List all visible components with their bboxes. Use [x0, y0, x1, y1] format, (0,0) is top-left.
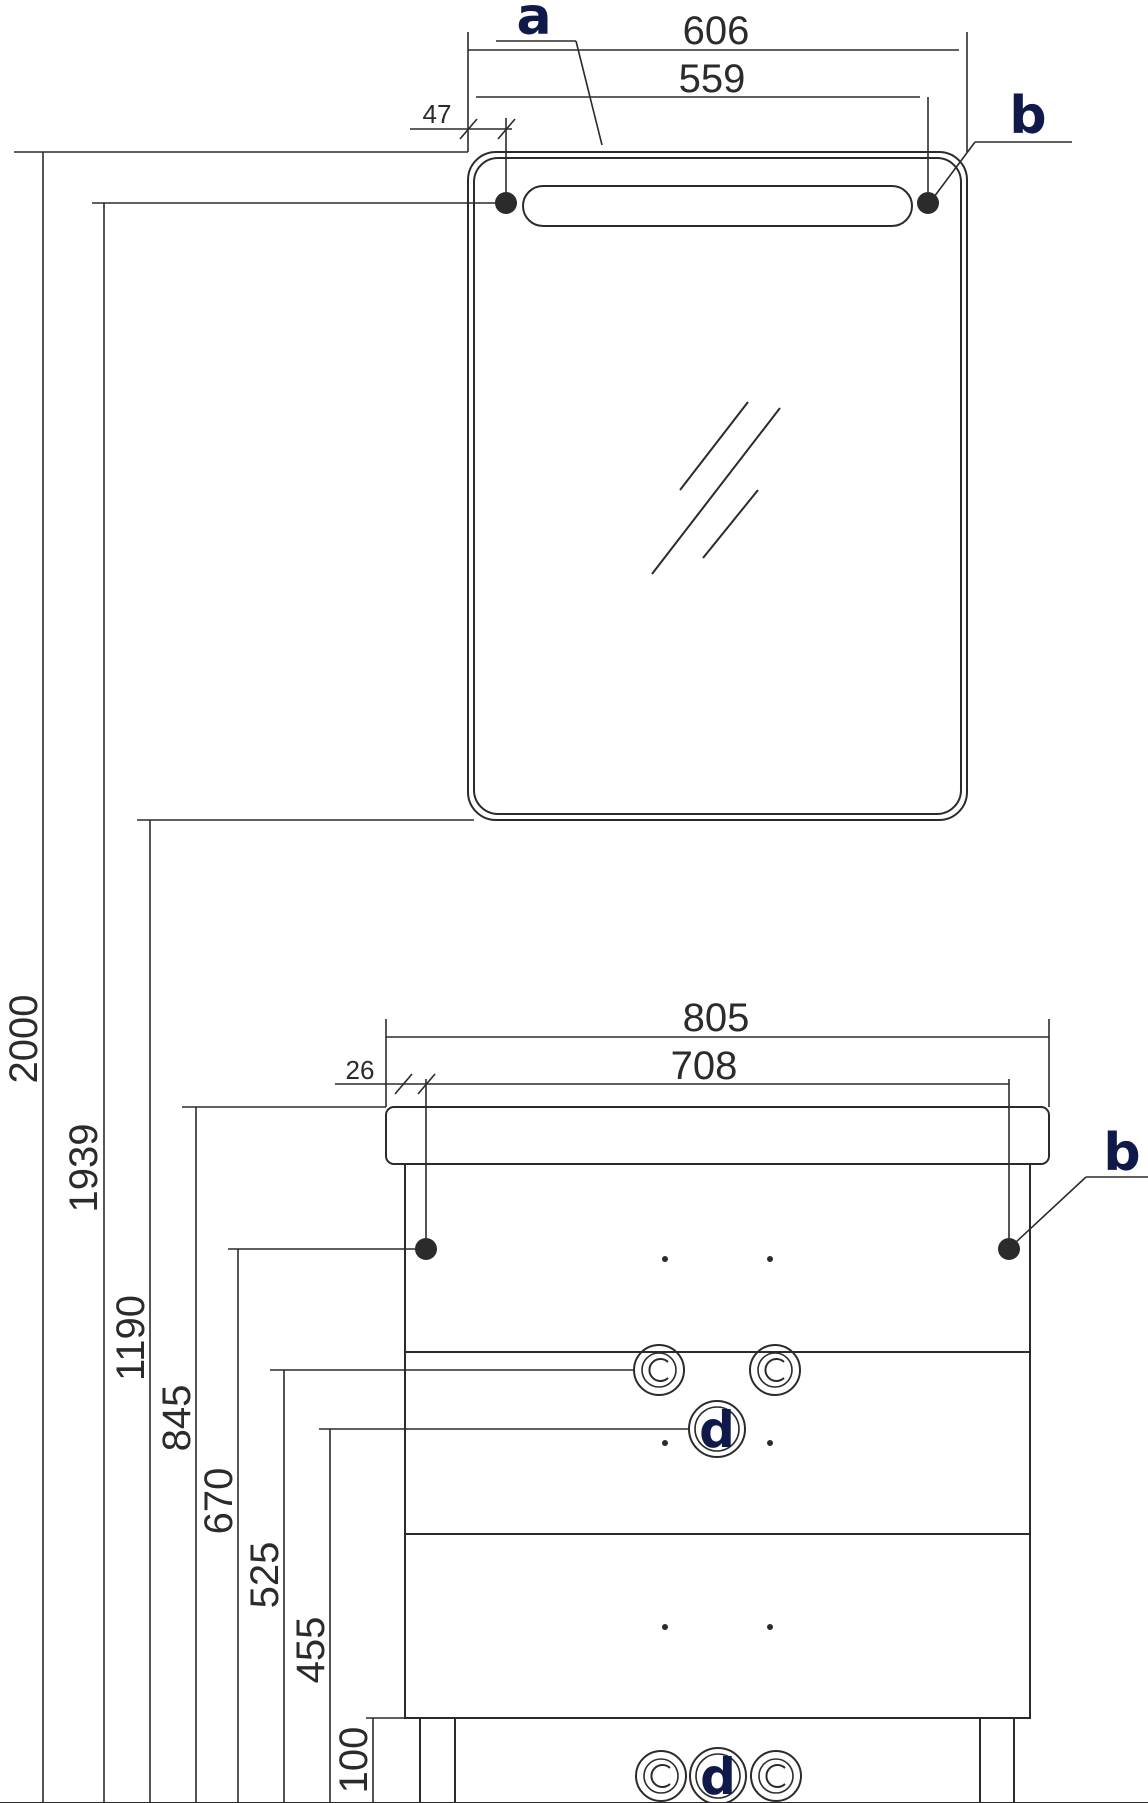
drawer-handle-dot [662, 1440, 668, 1446]
water-supply-icon [635, 1750, 687, 1802]
mirror-reflection-mark [651, 407, 781, 575]
water-supply-icon [749, 1344, 801, 1396]
dim-label-455: 455 [289, 1617, 333, 1684]
drawer-handle-dot [767, 1256, 773, 1262]
callout-b-leader [1014, 1176, 1087, 1244]
vanity-cabinet-group: d d [385, 1106, 1050, 1803]
dim-label-670: 670 [197, 1468, 241, 1535]
dimension-tick [417, 1073, 436, 1095]
vanity-body [404, 1163, 1031, 1719]
mirror-reflection-mark [702, 489, 759, 559]
dim-label-708: 708 [671, 1044, 738, 1088]
cabinet-mount-hole-right [998, 1238, 1020, 1260]
mirror-frame-outer [467, 151, 968, 821]
callout-a: a [516, 0, 551, 47]
mirror-light-strip [522, 185, 913, 227]
dim-label-26: 26 [346, 1055, 375, 1085]
callout-a-leader [575, 40, 603, 146]
vanity-countertop [385, 1106, 1050, 1165]
callout-b-leader [933, 141, 976, 198]
mirror-mount-hole-right [917, 192, 939, 214]
dim-label-1939: 1939 [62, 1124, 106, 1213]
dim-label-559: 559 [679, 57, 746, 101]
drain-connector-icon: d [688, 1400, 746, 1459]
drawer-handle-dot [662, 1256, 668, 1262]
drawer-handle-dot [767, 1624, 773, 1630]
dim-label-1190: 1190 [109, 1295, 153, 1381]
cabinet-mount-hole-left [415, 1238, 437, 1260]
dim-label-100: 100 [332, 1727, 376, 1794]
callout-b-cabinet: b [1103, 1123, 1140, 1183]
dim-label-606: 606 [683, 9, 750, 53]
drain-connector-icon: d [689, 1747, 747, 1803]
mirror-group [467, 151, 968, 821]
mirror-reflection-mark [679, 401, 749, 491]
dim-label-845: 845 [155, 1385, 199, 1452]
dimension-tick [497, 118, 516, 140]
drawer-handle-dot [767, 1440, 773, 1446]
mirror-frame-inner [473, 157, 962, 815]
dim-label-47: 47 [423, 99, 452, 129]
water-supply-icon [750, 1750, 802, 1802]
water-supply-icon [633, 1344, 685, 1396]
dimension-tick [459, 118, 478, 140]
mirror-dimensions: 606 559 47 a b [410, 0, 1072, 198]
callout-b-mirror: b [1009, 86, 1046, 146]
callout-d-lower: d [700, 1748, 736, 1803]
cabinet-dimensions: 805 708 26 b [335, 996, 1148, 1244]
dim-label-525: 525 [243, 1542, 287, 1609]
height-dimensions: 2000 1939 1190 845 670 525 455 100 [0, 151, 1148, 1803]
drawer-handle-dot [662, 1624, 668, 1630]
dim-label-2000: 2000 [2, 995, 46, 1084]
dimension-tick [394, 1073, 413, 1095]
callout-d-upper: d [699, 1401, 735, 1459]
dim-label-805: 805 [683, 996, 750, 1040]
